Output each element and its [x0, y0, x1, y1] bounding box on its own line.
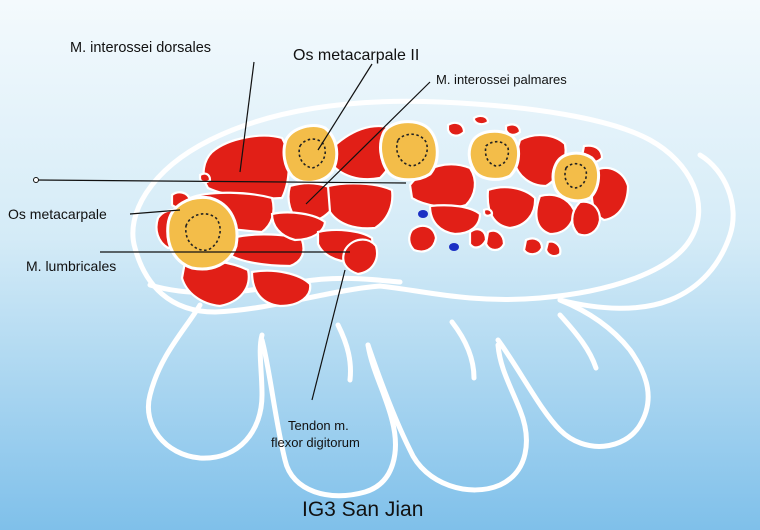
muscle-lower-left-1 [226, 233, 305, 268]
metacarpale-v-bone [166, 195, 239, 271]
label-interossei-palmares: M. interossei palmares [436, 72, 567, 87]
label-metacarpale-ii: Os metacarpale II [293, 47, 419, 64]
label-interossei-dorsales: M. interossei dorsales [70, 40, 211, 56]
labels: M. interossei dorsales Os metacarpale II… [8, 40, 567, 521]
leader-interossei-dorsales [239, 61, 255, 173]
metacarpale-ii-marrow [298, 138, 327, 169]
tendon-flexor-3 [468, 228, 488, 249]
leader-tendon [311, 269, 346, 401]
muscle-lower-left-3 [250, 269, 312, 308]
leader-metacarpale [35, 179, 407, 184]
muscle-small-left-top [198, 172, 212, 184]
vessel-dot-1 [418, 210, 428, 218]
metacarpale-far-marrow [564, 162, 588, 189]
finger-fold-3 [557, 312, 599, 371]
muscle-middle-2 [428, 204, 482, 236]
metacarpale-iv-bone [467, 129, 520, 181]
caption: IG3 San Jian [302, 498, 423, 521]
tendon-flexor-6 [544, 240, 562, 258]
metacarpale-far-bone [551, 151, 600, 203]
metacarpale-iii-bone [379, 120, 439, 182]
leader-metacarpale-endpoint [33, 177, 39, 183]
leader-lines [33, 61, 431, 401]
label-lumbricales: M. lumbricales [26, 258, 116, 274]
metacarpale-v-marrow [185, 213, 221, 251]
label-metacarpale: Os metacarpale [8, 206, 107, 222]
finger-index [495, 297, 651, 449]
tendon-flexor-1 [342, 238, 379, 276]
tendons [342, 224, 562, 276]
finger-middle [365, 342, 529, 493]
finger-fold-2 [449, 319, 477, 381]
label-tendon-line1: Tendon m. [288, 418, 349, 433]
leader-interossei-palmares [305, 81, 431, 205]
tendon-flexor-4 [484, 229, 506, 252]
bones [166, 120, 600, 271]
vessel-dot-2 [449, 243, 459, 251]
leader-metacarpale-short [129, 209, 181, 215]
metacarpale-ii-bone [282, 124, 339, 184]
metacarpale-iii-marrow [396, 133, 428, 167]
vessels [418, 210, 459, 251]
muscle-far-right-2 [571, 200, 602, 237]
leader-metacarpale-ii [317, 63, 373, 151]
muscle-top-small-1 [446, 121, 466, 137]
label-tendon-line2: flexor digitorum [271, 435, 360, 450]
muscle-center-2 [326, 182, 394, 230]
muscle-far-right-1 [590, 166, 630, 222]
tendon-flexor-2 [408, 224, 438, 253]
interossei-palmares-muscle-2 [270, 211, 327, 242]
muscle-small-center-1 [482, 208, 494, 217]
metacarpale-iv-marrow [484, 140, 510, 167]
muscle-top-small-3 [472, 114, 490, 126]
muscle-right-2 [486, 186, 537, 230]
finger-small [146, 302, 265, 461]
tendon-flexor-5 [522, 237, 544, 256]
finger-fold-1 [335, 322, 353, 383]
thumb [557, 152, 736, 311]
